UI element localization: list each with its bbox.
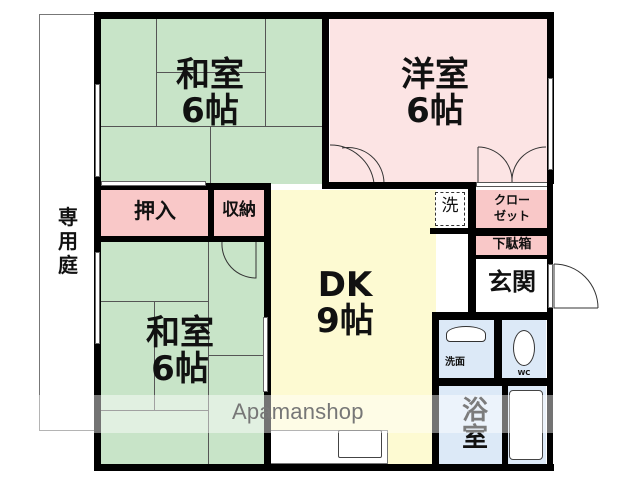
washroom-label: 洗面 xyxy=(445,357,465,368)
laundry-label: 洗 xyxy=(441,196,459,216)
window xyxy=(95,84,100,177)
room-closet xyxy=(476,190,548,228)
washitsu-top-label: 和室 6帖 xyxy=(176,55,244,131)
wc-label: WC xyxy=(517,369,531,377)
private-garden xyxy=(39,14,97,231)
room-yoshitsu xyxy=(330,18,548,184)
closet-door-arc-icon xyxy=(477,146,547,184)
garden-label: 専 用 庭 xyxy=(58,205,78,277)
watermark-text: Apamanshop xyxy=(232,399,364,424)
shuno-label: 収納 xyxy=(222,200,256,220)
laundry-spot xyxy=(435,192,465,226)
shuno-door-arc-icon xyxy=(221,241,257,279)
washbasin-icon xyxy=(446,326,486,342)
dk-label: DK 9帖 xyxy=(316,265,374,341)
room-genkan xyxy=(476,258,548,310)
door-arc-icon xyxy=(329,144,385,184)
window xyxy=(263,317,268,392)
room-shuno xyxy=(214,190,264,236)
room-washitsu-top xyxy=(100,18,324,184)
window xyxy=(95,252,100,344)
entrance-door-arc-icon xyxy=(553,263,599,309)
closet-label: クロー ゼット xyxy=(493,193,530,223)
bathtub-icon xyxy=(509,390,543,460)
room-oshiire xyxy=(100,190,208,236)
oshiire-label: 押入 xyxy=(134,199,176,223)
watermark-band: Apamanshop xyxy=(0,395,640,433)
bath-label: 浴 室 xyxy=(461,396,488,454)
room-dk xyxy=(270,190,436,464)
yoshitsu-label: 洋室 6帖 xyxy=(401,55,469,131)
getabako-label: 下駄箱 xyxy=(492,237,532,252)
window xyxy=(101,181,206,186)
window xyxy=(548,78,553,170)
window xyxy=(548,264,553,308)
washitsu-bottom-label: 和室 6帖 xyxy=(146,313,214,389)
toilet-icon xyxy=(513,330,535,366)
kitchen-sink xyxy=(338,430,382,458)
room-washitsu-bottom xyxy=(100,242,264,464)
room-getabako xyxy=(476,236,548,256)
genkan-label: 玄関 xyxy=(488,268,536,296)
